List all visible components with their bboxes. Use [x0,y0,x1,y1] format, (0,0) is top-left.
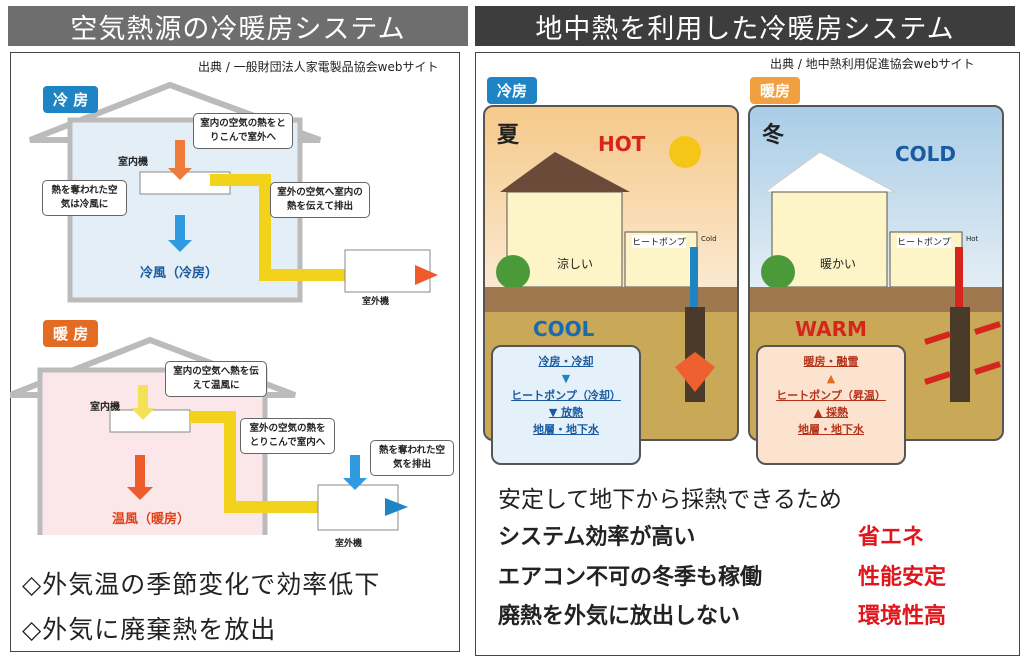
summer-tag: 冷房 [487,77,538,104]
summer-heatpump: ヒートポンプ [632,235,686,248]
heating-bubble-mid: 室外の空気の熱をとりこんで室内へ [240,418,335,454]
winter-flow-2: ヒートポンプ（昇温） [776,389,886,402]
summer-illustration [485,136,737,402]
cooling-bubble-right: 室外の空気へ室内の熱を伝えて排出 [270,182,370,218]
summer-flow-1: 冷房・冷却 [538,355,594,368]
benefit-3-label: 環境性高 [858,604,947,629]
benefit-2-label: 性能安定 [858,565,947,590]
summer-flow: 冷房・冷却 ▼ ヒートポンプ（冷却） ▼ 放熱 地層・地下水 [491,345,641,465]
winter-ground: WARM [795,317,867,341]
winter-flow-3: 採熱 [826,406,849,419]
heating-bubble-right: 熱を奪われた空気を排出 [370,440,454,476]
summer-feel: 涼しい [557,257,594,271]
cooling-bubble-top: 室内の空気の熱をとりこんで室外へ [193,113,293,149]
heating-bubble-top: 室内の空気へ熱を伝えて温風に [165,361,267,397]
benefit-3-text: 廃熱を外気に放出しない [498,604,741,629]
left-frame [10,52,460,652]
winter-flow-1: 暖房・融雪 [803,355,859,368]
summer-flow-3: 放熱 [561,406,584,419]
winter-flow: 暖房・融雪 ▲ ヒートポンプ（昇温） ▲ 採熱 地層・地下水 [756,345,906,465]
winter-air: COLD [895,142,957,166]
cooling-indoor-unit-label: 室内機 [118,157,148,168]
summer-panel: 夏 HOT 涼しい ヒートポンプ Cold COOL [483,105,739,441]
summer-ground: COOL [533,317,595,341]
heating-tag: 暖 房 [43,320,99,347]
heating-result: 温風（暖房） [112,512,191,527]
cooling-tag: 冷 房 [43,86,99,113]
winter-heatpump: ヒートポンプ [897,235,951,248]
heating-indoor-unit-label: 室内機 [90,402,120,413]
summer-pipe: Cold [701,235,717,243]
heating-outdoor-unit-label: 室外機 [335,539,363,549]
winter-pipe: Hot [966,235,979,243]
winter-flow-4: 地層・地下水 [798,423,864,436]
left-point-2: ◇外気に廃棄熱を放出 [22,615,277,644]
winter-illustration [750,151,1002,402]
benefit-1-text: システム効率が高い [498,525,696,550]
cooling-result: 冷風（冷房） [140,266,219,281]
winter-tag: 暖房 [750,77,801,104]
cooling-outdoor-unit-label: 室外機 [362,297,390,307]
heating-illustration [10,336,408,535]
right-lead: 安定して地下から採熱できるため [498,487,842,513]
arrow-up-icon: ▲ [813,406,823,419]
left-title: 空気熱源の冷暖房システム [8,6,468,46]
benefit-1-label: 省エネ [858,525,925,550]
left-point-1: ◇外気温の季節変化で効率低下 [22,570,381,599]
right-title: 地中熱を利用した冷暖房システム [475,6,1015,46]
arrow-down-icon: ▼ [548,406,558,419]
summer-air: HOT [598,132,646,156]
winter-season: 冬 [762,123,785,148]
summer-season: 夏 [497,123,520,148]
summer-flow-2: ヒートポンプ（冷却） [511,389,621,402]
left-source: 出典 / 一般財団法人家電製品協会webサイト [198,60,439,74]
benefit-2-text: エアコン不可の冬季も稼働 [498,565,763,590]
cooling-bubble-left: 熱を奪われた空気は冷風に [42,180,127,216]
summer-flow-4: 地層・地下水 [533,423,599,436]
right-source: 出典 / 地中熱利用促進協会webサイト [770,57,975,71]
cooling-illustration [28,81,438,303]
right-frame [475,52,1020,656]
winter-feel: 暖かい [820,257,857,271]
